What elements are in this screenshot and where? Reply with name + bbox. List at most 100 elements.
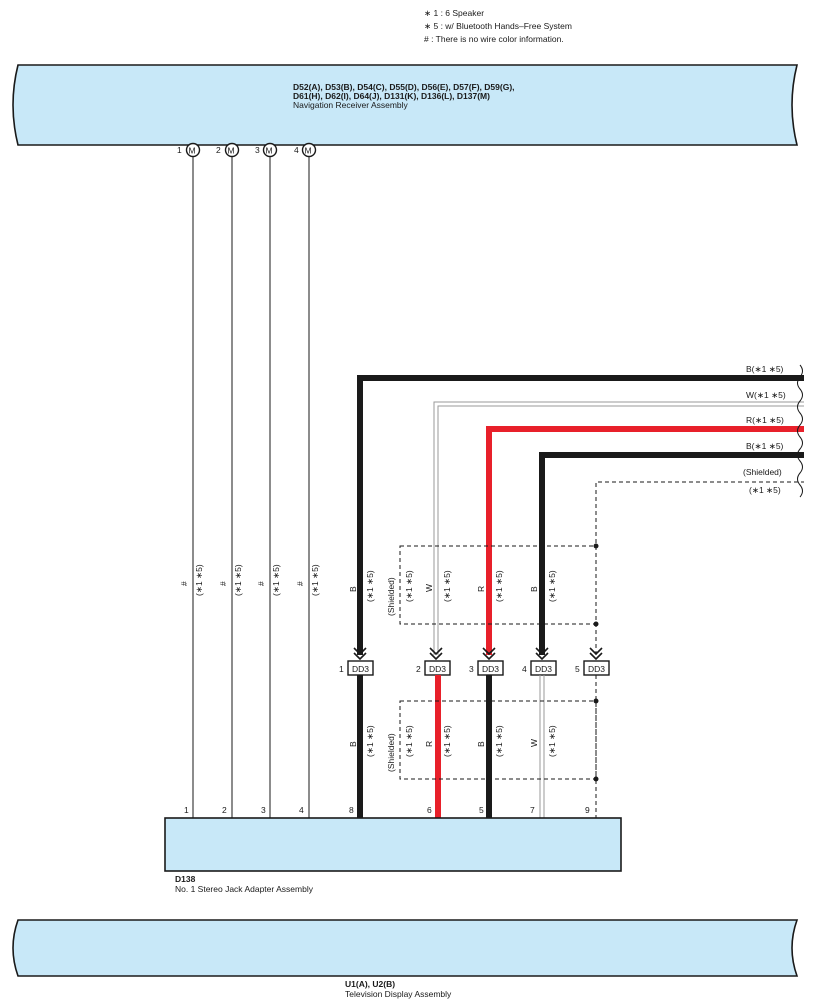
navigation-receiver-component: D52(A), D53(B), D54(C), D55(D), D56(E), … xyxy=(12,64,799,146)
navigation-receiver-name: Navigation Receiver Assembly xyxy=(293,100,409,110)
legend-line-1: ∗ 1 : 6 Speaker xyxy=(424,8,484,18)
wire-color-label: # xyxy=(295,581,305,586)
upper-wire-color: W xyxy=(424,584,434,592)
receiver-pin-connector: M xyxy=(189,146,196,156)
dd3-name: DD3 xyxy=(535,664,552,674)
dd3-connector-5: 5 DD3 xyxy=(575,660,610,676)
wire-condition-label: (∗1 ∗5) xyxy=(310,564,320,596)
receiver-pin-2: 2 M xyxy=(216,142,240,158)
jack-adapter-box xyxy=(164,817,622,872)
dd3-connector-1: 1 DD3 xyxy=(339,660,374,676)
receiver-pin-1: 1 M xyxy=(177,142,201,158)
lower-shield-box xyxy=(399,700,597,780)
jack-adapter-component: 1 2 3 4 8 6 5 7 9 D138 No. 1 Stereo Jack… xyxy=(164,805,622,894)
legend-line-3: # : There is no wire color information. xyxy=(424,34,564,44)
wire-condition-label: (∗1 ∗5) xyxy=(233,564,243,596)
lower-wire-color: B xyxy=(348,741,358,747)
left-wires xyxy=(192,157,310,818)
upper-wire-condition: (∗1 ∗5) xyxy=(494,570,504,602)
dd3-connector-3: 3 DD3 xyxy=(469,660,504,676)
dd3-name: DD3 xyxy=(482,664,499,674)
connector-circle xyxy=(262,142,278,158)
receiver-pin-number: 1 xyxy=(177,145,182,155)
wire-color-label: # xyxy=(179,581,189,586)
splice-dot xyxy=(593,543,599,549)
dd3-connector-4: 4 DD3 xyxy=(522,660,557,676)
wire-condition-label: (∗1 ∗5) xyxy=(194,564,204,596)
jack-adapter-pin: 7 xyxy=(530,805,535,815)
lower-wire-color: B xyxy=(476,741,486,747)
lower-wire-condition: (∗1 ∗5) xyxy=(494,725,504,757)
jack-adapter-pin: 5 xyxy=(479,805,484,815)
upper-wire-color: R xyxy=(476,586,486,592)
cut-mark xyxy=(797,364,803,498)
right-wire-label-3: R(∗1 ∗5) xyxy=(746,415,784,425)
dd3-name: DD3 xyxy=(352,664,369,674)
dd3-name: DD3 xyxy=(588,664,605,674)
lower-shield-section: (Shielded) (∗1 ∗5) B (∗1 ∗5) R (∗1 ∗5) B… xyxy=(348,698,599,782)
legend: ∗ 1 : 6 Speaker ∗ 5 : w/ Bluetooth Hands… xyxy=(424,8,572,44)
wire-color-label: # xyxy=(256,581,266,586)
receiver-pin-connector: M xyxy=(228,146,235,156)
wire-white-1 xyxy=(433,401,804,655)
navigation-receiver-box xyxy=(12,64,799,146)
jack-adapter-pin: 2 xyxy=(222,805,227,815)
right-wire-sublabel-5: (∗1 ∗5) xyxy=(749,485,781,495)
chevron-down-icon xyxy=(353,647,603,661)
lower-wire-color: R xyxy=(424,741,434,747)
upper-wire-color: B xyxy=(529,586,539,592)
television-display-component: U1(A), U2(B) Television Display Assembly xyxy=(12,919,799,999)
jack-adapter-pin: 3 xyxy=(261,805,266,815)
wire-shield-1 xyxy=(595,481,804,655)
upper-wire-condition: (∗1 ∗5) xyxy=(365,570,375,602)
jack-adapter-pin: 1 xyxy=(184,805,189,815)
jack-adapter-pin: 8 xyxy=(349,805,354,815)
dd3-pin-number: 4 xyxy=(522,664,527,674)
upper-wire-condition: (∗1 ∗5) xyxy=(442,570,452,602)
lower-shield-condition: (∗1 ∗5) xyxy=(404,725,414,757)
upper-shield-label: (Shielded) xyxy=(386,577,396,616)
upper-shield-section: (Shielded) (∗1 ∗5) B (∗1 ∗5) W (∗1 ∗5) R… xyxy=(348,543,599,627)
splice-dot xyxy=(593,776,599,782)
lower-wire-condition: (∗1 ∗5) xyxy=(547,725,557,757)
upper-wire-color: B xyxy=(348,586,358,592)
navigation-receiver-code-2: D61(H), D62(I), D64(J), D131(K), D136(L)… xyxy=(293,91,490,101)
splice-dot xyxy=(593,698,599,704)
jack-adapter-pin: 6 xyxy=(427,805,432,815)
receiver-pin-3: 3 M xyxy=(255,142,278,158)
dd3-name: DD3 xyxy=(429,664,446,674)
upper-shield-condition: (∗1 ∗5) xyxy=(404,570,414,602)
right-wire-label-1: B(∗1 ∗5) xyxy=(746,364,784,374)
wire-condition-label: (∗1 ∗5) xyxy=(271,564,281,596)
jack-adapter-pin: 4 xyxy=(299,805,304,815)
dd3-pin-number: 1 xyxy=(339,664,344,674)
dd3-pin-number: 3 xyxy=(469,664,474,674)
wire-white-1b xyxy=(437,405,804,655)
connector-circle xyxy=(301,142,317,158)
television-display-box xyxy=(12,919,799,977)
lower-wire-condition: (∗1 ∗5) xyxy=(442,725,452,757)
dd3-pin-number: 2 xyxy=(416,664,421,674)
upper-shield-box xyxy=(399,545,597,625)
dd3-connectors: 1 DD3 2 DD3 3 DD3 4 DD3 5 DD3 xyxy=(339,647,610,676)
lower-shield-label: (Shielded) xyxy=(386,733,396,772)
jack-adapter-pin: 9 xyxy=(585,805,590,815)
connector-circle xyxy=(224,142,240,158)
receiver-pin-number: 3 xyxy=(255,145,260,155)
splice-dot xyxy=(593,621,599,627)
lower-wire-condition: (∗1 ∗5) xyxy=(365,725,375,757)
television-display-name: Television Display Assembly xyxy=(345,989,452,999)
jack-adapter-code: D138 xyxy=(175,874,196,884)
receiver-pin-connector: M xyxy=(266,146,273,156)
dd3-connector-2: 2 DD3 xyxy=(416,660,451,676)
wire-color-label: # xyxy=(218,581,228,586)
wire-black-1 xyxy=(357,375,804,655)
jack-adapter-name: No. 1 Stereo Jack Adapter Assembly xyxy=(175,884,314,894)
right-edge-wires: B(∗1 ∗5) W(∗1 ∗5) R(∗1 ∗5) B(∗1 ∗5) (Shi… xyxy=(357,364,804,655)
receiver-pin-number: 4 xyxy=(294,145,299,155)
upper-wire-condition: (∗1 ∗5) xyxy=(547,570,557,602)
receiver-pin-4: 4 M xyxy=(294,142,317,158)
wire-red-1 xyxy=(486,426,804,655)
navigation-receiver-code-1: D52(A), D53(B), D54(C), D55(D), D56(E), … xyxy=(293,82,515,92)
